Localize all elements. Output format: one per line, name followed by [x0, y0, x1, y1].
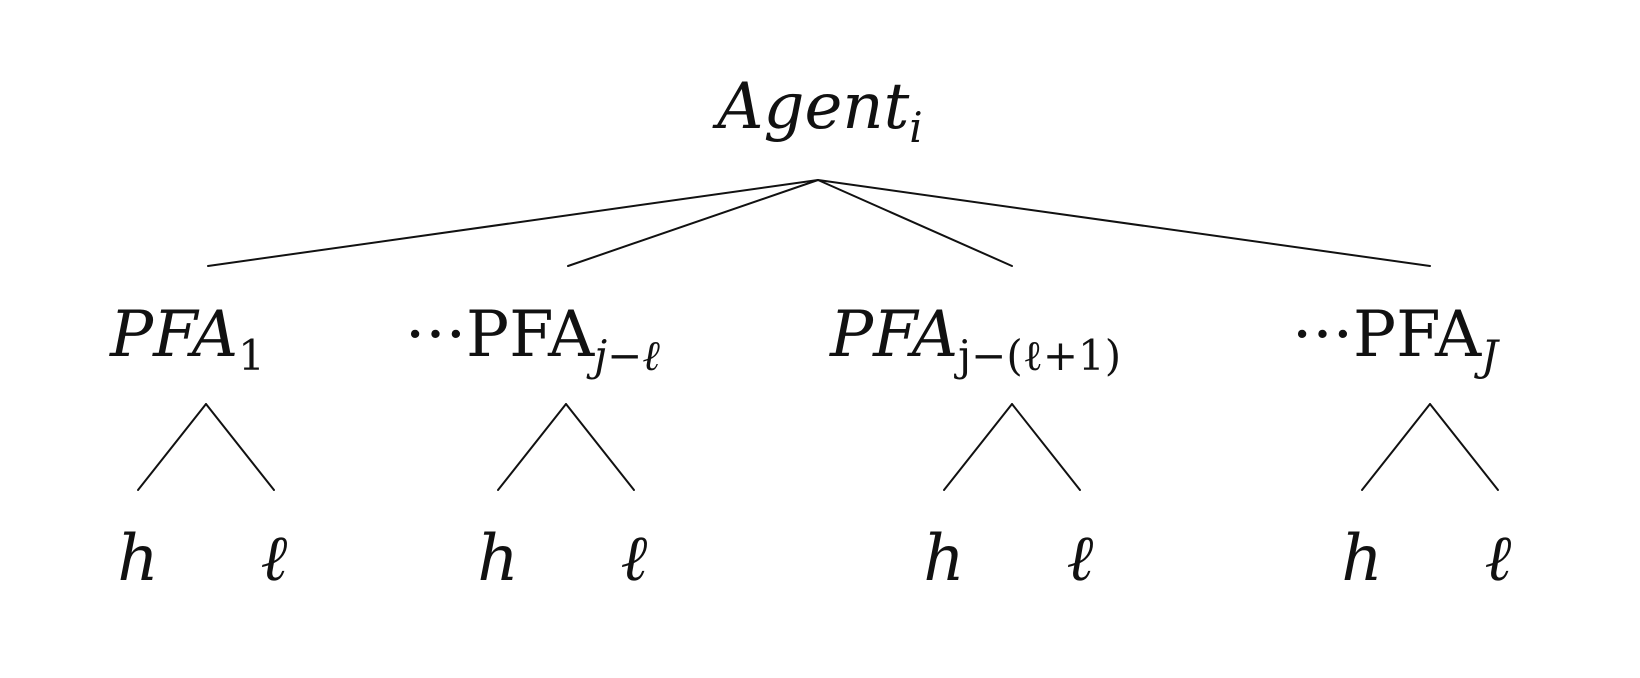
leaf-1-h: h: [117, 522, 158, 596]
child-2-subscript: j−ℓ: [586, 331, 660, 380]
child-3-label: PFA: [829, 298, 958, 372]
edge-child-4-leaf-h: [1361, 403, 1431, 491]
root-subscript: i: [909, 103, 922, 152]
leaf-4-h: h: [1341, 522, 1382, 596]
leaf-3-h: h: [923, 522, 964, 596]
edge-root-child-1: [207, 179, 819, 267]
edge-root-child-2: [567, 179, 819, 267]
edge-root-child-3: [817, 179, 1013, 267]
child-node-2: ···PFAj−ℓ: [405, 298, 660, 380]
child-4-dots: ···: [1292, 298, 1353, 372]
root-label: Agent: [712, 70, 909, 144]
edge-child-4-leaf-l: [1429, 403, 1499, 491]
edge-child-1-leaf-h: [137, 403, 207, 491]
root-node: Agenti: [712, 70, 922, 152]
child-node-3: PFAj−(ℓ+1): [829, 298, 1121, 380]
edge-child-2-leaf-l: [565, 403, 635, 491]
child-3-subscript: j−(ℓ+1): [953, 331, 1121, 380]
edge-child-2-leaf-h: [497, 403, 567, 491]
child-2-dots: ···: [405, 298, 466, 372]
edge-root-child-4: [817, 179, 1431, 267]
leaf-1-l: ℓ: [261, 522, 288, 596]
leaf-3-l: ℓ: [1067, 522, 1094, 596]
edge-child-3-leaf-l: [1011, 403, 1081, 491]
child-node-1: PFA1: [109, 298, 265, 380]
child-1-label: PFA: [109, 298, 238, 372]
leaf-4-l: ℓ: [1485, 522, 1512, 596]
edge-child-1-leaf-l: [205, 403, 275, 491]
child-4-label: PFA: [1353, 298, 1482, 372]
edge-child-3-leaf-h: [943, 403, 1013, 491]
child-2-label: PFA: [466, 298, 595, 372]
child-1-subscript: 1: [238, 331, 265, 380]
leaf-2-l: ℓ: [621, 522, 648, 596]
leaf-2-h: h: [477, 522, 518, 596]
child-node-4: ···PFAJ: [1292, 298, 1500, 380]
